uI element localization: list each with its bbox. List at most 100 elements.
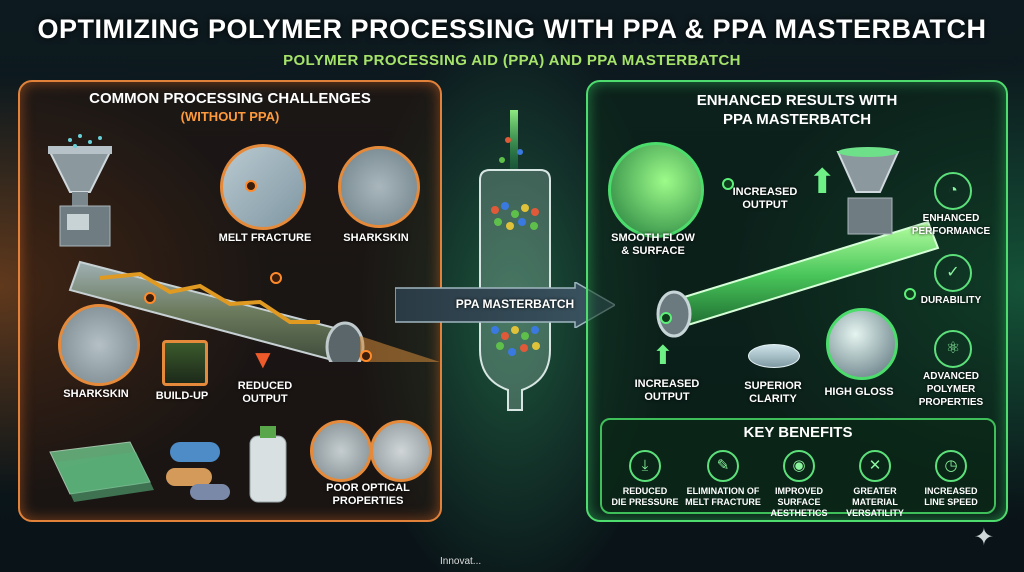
durability-label: DURABILITY [920,295,982,306]
challenges-heading-line1: COMMON PROCESSING CHALLENGES [89,90,371,107]
advanced-line3: PROPERTIES [918,397,984,408]
sharkskin-label-left: SHARKSKIN [63,388,129,400]
masterbatch-label: PPA MASTERBATCH [455,297,575,311]
benefit-item: ✎ ELIMINATION OF MELT FRACTURE [684,450,762,508]
benefit-item: ◷ INCREASED LINE SPEED [912,450,990,508]
enhanced-performance-line1: ENHANCED [922,213,980,224]
shield-check-icon: ✓ [934,254,972,292]
down-arrow-icon: ▼ [250,344,276,374]
benefit-item: ⤓ REDUCED DIE PRESSURE [606,450,684,508]
challenges-heading: COMMON PROCESSING CHALLENGES (WITHOUT PP… [20,90,440,124]
results-heading-line2: PPA MASTERBATCH [722,111,872,128]
sharkskin-sample-top [338,146,420,228]
page-subtitle: POLYMER PROCESSING AID (PPA) AND PPA MAS… [283,52,741,69]
sharkskin-label-top: SHARKSKIN [343,232,409,244]
reduced-output-line2: OUTPUT [242,393,288,405]
benefit-text: IMPROVED SURFACE AESTHETICS [760,486,838,519]
atom-icon: ⚛ [934,330,972,368]
eye-icon: ◉ [783,450,815,482]
callout-dot [245,180,257,192]
hopper-illustration [48,134,112,247]
callout-dot [144,292,156,304]
optical-sample-2 [370,420,432,482]
superior-clarity-line1: SUPERIOR [744,380,802,392]
benefit-item: ◉ IMPROVED SURFACE AESTHETICS [760,450,838,519]
reduced-output-label: REDUCED OUTPUT [220,380,310,406]
benefit-line: AESTHETICS [770,508,828,518]
benefit-text: REDUCED DIE PRESSURE [606,486,684,508]
up-arrow-small-icon: ⬆ [652,340,674,370]
clarity-disc [748,344,800,368]
advanced-properties-label: ADVANCED POLYMER PROPERTIES [906,370,996,409]
build-up-label: BUILD-UP [155,390,209,402]
wrench-icon: ✎ [707,450,739,482]
benefit-line: MELT FRACTURE [685,497,761,507]
enhanced-performance-label: ENHANCED PERFORMANCE [906,212,996,238]
smooth-flow-label: SMOOTH FLOW & SURFACE [598,232,708,258]
speedometer-icon: ◷ [935,450,967,482]
advanced-line2: POLYMER [926,384,976,395]
reduced-output-line1: REDUCED [237,380,293,392]
benefit-line: MATERIAL [852,497,898,507]
callout-dot [722,178,734,190]
download-tray-icon: ⤓ [629,450,661,482]
increased-output-top-line2: OUTPUT [742,199,788,211]
increased-output-bottom-line2: OUTPUT [644,391,690,403]
callout-dot [360,350,372,362]
increased-output-bottom-line1: INCREASED [634,378,700,390]
key-benefits-title: KEY BENEFITS [743,424,853,441]
sparkle-icon: ✦ [973,524,994,551]
increased-output-bottom-label: INCREASED OUTPUT [622,378,712,404]
build-up-sample [162,340,208,386]
poor-optical-label: POOR OPTICAL PROPERTIES [306,482,430,508]
poor-optical-line2: PROPERTIES [332,495,404,507]
melt-fracture-sample [220,144,306,230]
benefit-line: GREATER [853,486,897,496]
advanced-line1: ADVANCED [923,371,979,382]
gauge-icon: ◔ [934,172,972,210]
plastic-products-illustration [49,426,287,503]
smooth-flow-line1: SMOOTH FLOW [611,232,695,244]
benefit-line: LINE SPEED [924,497,978,507]
benefit-text: GREATER MATERIAL VERSATILITY [836,486,914,519]
benefit-line: REDUCED [622,486,668,496]
smooth-flow-line2: & SURFACE [621,245,685,257]
poor-optical-line1: POOR OPTICAL [326,482,410,494]
callout-dot [660,312,672,324]
high-gloss-label: HIGH GLOSS [824,386,894,398]
key-benefits-box: KEY BENEFITS ⤓ REDUCED DIE PRESSURE ✎ EL… [600,418,996,518]
results-heading-line1: ENHANCED RESULTS WITH [696,92,898,109]
benefit-line: ELIMINATION OF [686,486,760,496]
smooth-flow-sample [608,142,704,238]
increased-output-top-label: INCREASED OUTPUT [720,186,810,212]
benefit-text: ELIMINATION OF MELT FRACTURE [684,486,762,508]
footer-text: Innovat... [440,556,482,567]
sharkskin-sample-left [58,304,140,386]
hopper-illustration-right [836,147,900,235]
masterbatch-container-illustration [479,110,551,411]
superior-clarity-line2: CLARITY [749,393,797,405]
benefit-text: INCREASED LINE SPEED [912,486,990,508]
extruder-barrel-improved [656,220,940,338]
enhanced-performance-line2: PERFORMANCE [911,226,991,237]
callout-dot [904,288,916,300]
page-title: OPTIMIZING POLYMER PROCESSING WITH PPA &… [37,14,987,44]
benefit-line: SURFACE [777,497,821,507]
callout-dot [270,272,282,284]
benefit-item: ✕ GREATER MATERIAL VERSATILITY [836,450,914,519]
challenges-panel: COMMON PROCESSING CHALLENGES (WITHOUT PP… [18,80,442,522]
results-heading: ENHANCED RESULTS WITH PPA MASTERBATCH [588,92,1006,128]
expand-arrows-icon: ✕ [859,450,891,482]
extruder-barrel-problem [68,260,440,362]
benefit-line: DIE PRESSURE [611,497,679,507]
melt-fracture-label: MELT FRACTURE [218,232,312,244]
superior-clarity-label: SUPERIOR CLARITY [728,380,818,406]
benefit-line: INCREASED [924,486,978,496]
increased-output-top-line1: INCREASED [732,186,798,198]
high-gloss-sample [826,308,898,380]
benefit-line: IMPROVED [774,486,823,496]
optical-sample-1 [310,420,372,482]
up-arrow-icon: ⬆ [808,163,837,201]
benefit-line: VERSATILITY [846,508,904,518]
challenges-heading-line2: (WITHOUT PPA) [180,109,280,124]
